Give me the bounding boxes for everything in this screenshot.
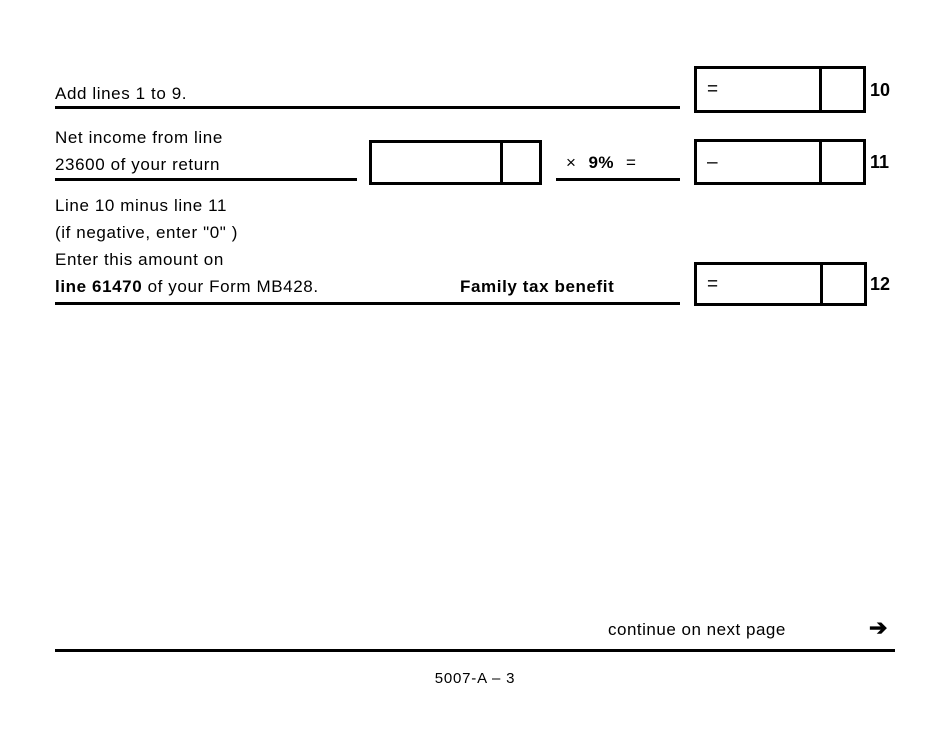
row-12-amount-box[interactable]: = bbox=[694, 262, 867, 306]
row-12-cents-field[interactable] bbox=[820, 265, 864, 303]
multiply-operator: × bbox=[566, 153, 577, 172]
row-11-text-underline bbox=[55, 178, 357, 181]
row-11-line-number: 11 bbox=[870, 152, 890, 172]
equals-operator: = bbox=[626, 153, 637, 172]
form-identifier: 5007-A – 3 bbox=[434, 670, 516, 687]
row-10-underline bbox=[55, 106, 680, 109]
footer-rule bbox=[55, 649, 895, 652]
row-12-description-line-4: line 61470 of your Form MB428. bbox=[55, 273, 319, 300]
row-11-description-line-1: Net income from line bbox=[55, 128, 223, 147]
row-12-description-line-1: Line 10 minus line 11 bbox=[55, 196, 227, 215]
row-11-operator-underline bbox=[556, 178, 680, 181]
row-10-dollars-field[interactable]: = bbox=[697, 69, 819, 110]
row-11-net-income-dollars-field[interactable] bbox=[372, 143, 500, 182]
row-10-cents-field[interactable] bbox=[819, 69, 863, 110]
rate-percent-value: 9% bbox=[588, 153, 615, 172]
row-12-line-number: 12 bbox=[870, 274, 891, 294]
arrow-right-icon: ➔ bbox=[869, 615, 888, 640]
row-11-net-income-box[interactable] bbox=[369, 140, 542, 185]
form-line-reference-rest: of your Form MB428. bbox=[142, 277, 319, 296]
row-10-line-number: 10 bbox=[870, 80, 891, 100]
row-11-operator-group: × 9% = bbox=[566, 154, 636, 171]
row-11-amount-box[interactable]: – bbox=[694, 139, 866, 185]
row-11-cents-field[interactable] bbox=[819, 142, 863, 182]
row-11-net-income-cents-field[interactable] bbox=[500, 143, 539, 182]
row-11-description-line-2: 23600 of your return bbox=[55, 155, 221, 174]
row-11-sign-minus: – bbox=[707, 151, 718, 173]
row-10-description-line-1: Add lines 1 to 9. bbox=[55, 84, 188, 103]
row-12-underline bbox=[55, 302, 680, 305]
row-12-sign-equals: = bbox=[707, 273, 719, 295]
row-12-description-line-3: Enter this amount on bbox=[55, 250, 224, 269]
row-11-dollars-field[interactable]: – bbox=[697, 142, 819, 182]
row-10-sign-equals: = bbox=[707, 79, 719, 100]
family-tax-benefit-caption: Family tax benefit bbox=[460, 277, 615, 296]
continue-next-page-text: continue on next page bbox=[608, 620, 786, 639]
row-10-amount-box[interactable]: = bbox=[694, 66, 866, 113]
row-12-description-line-2: (if negative, enter "0" ) bbox=[55, 223, 238, 242]
row-12-dollars-field[interactable]: = bbox=[697, 265, 820, 303]
form-line-reference: line 61470 bbox=[55, 277, 143, 296]
